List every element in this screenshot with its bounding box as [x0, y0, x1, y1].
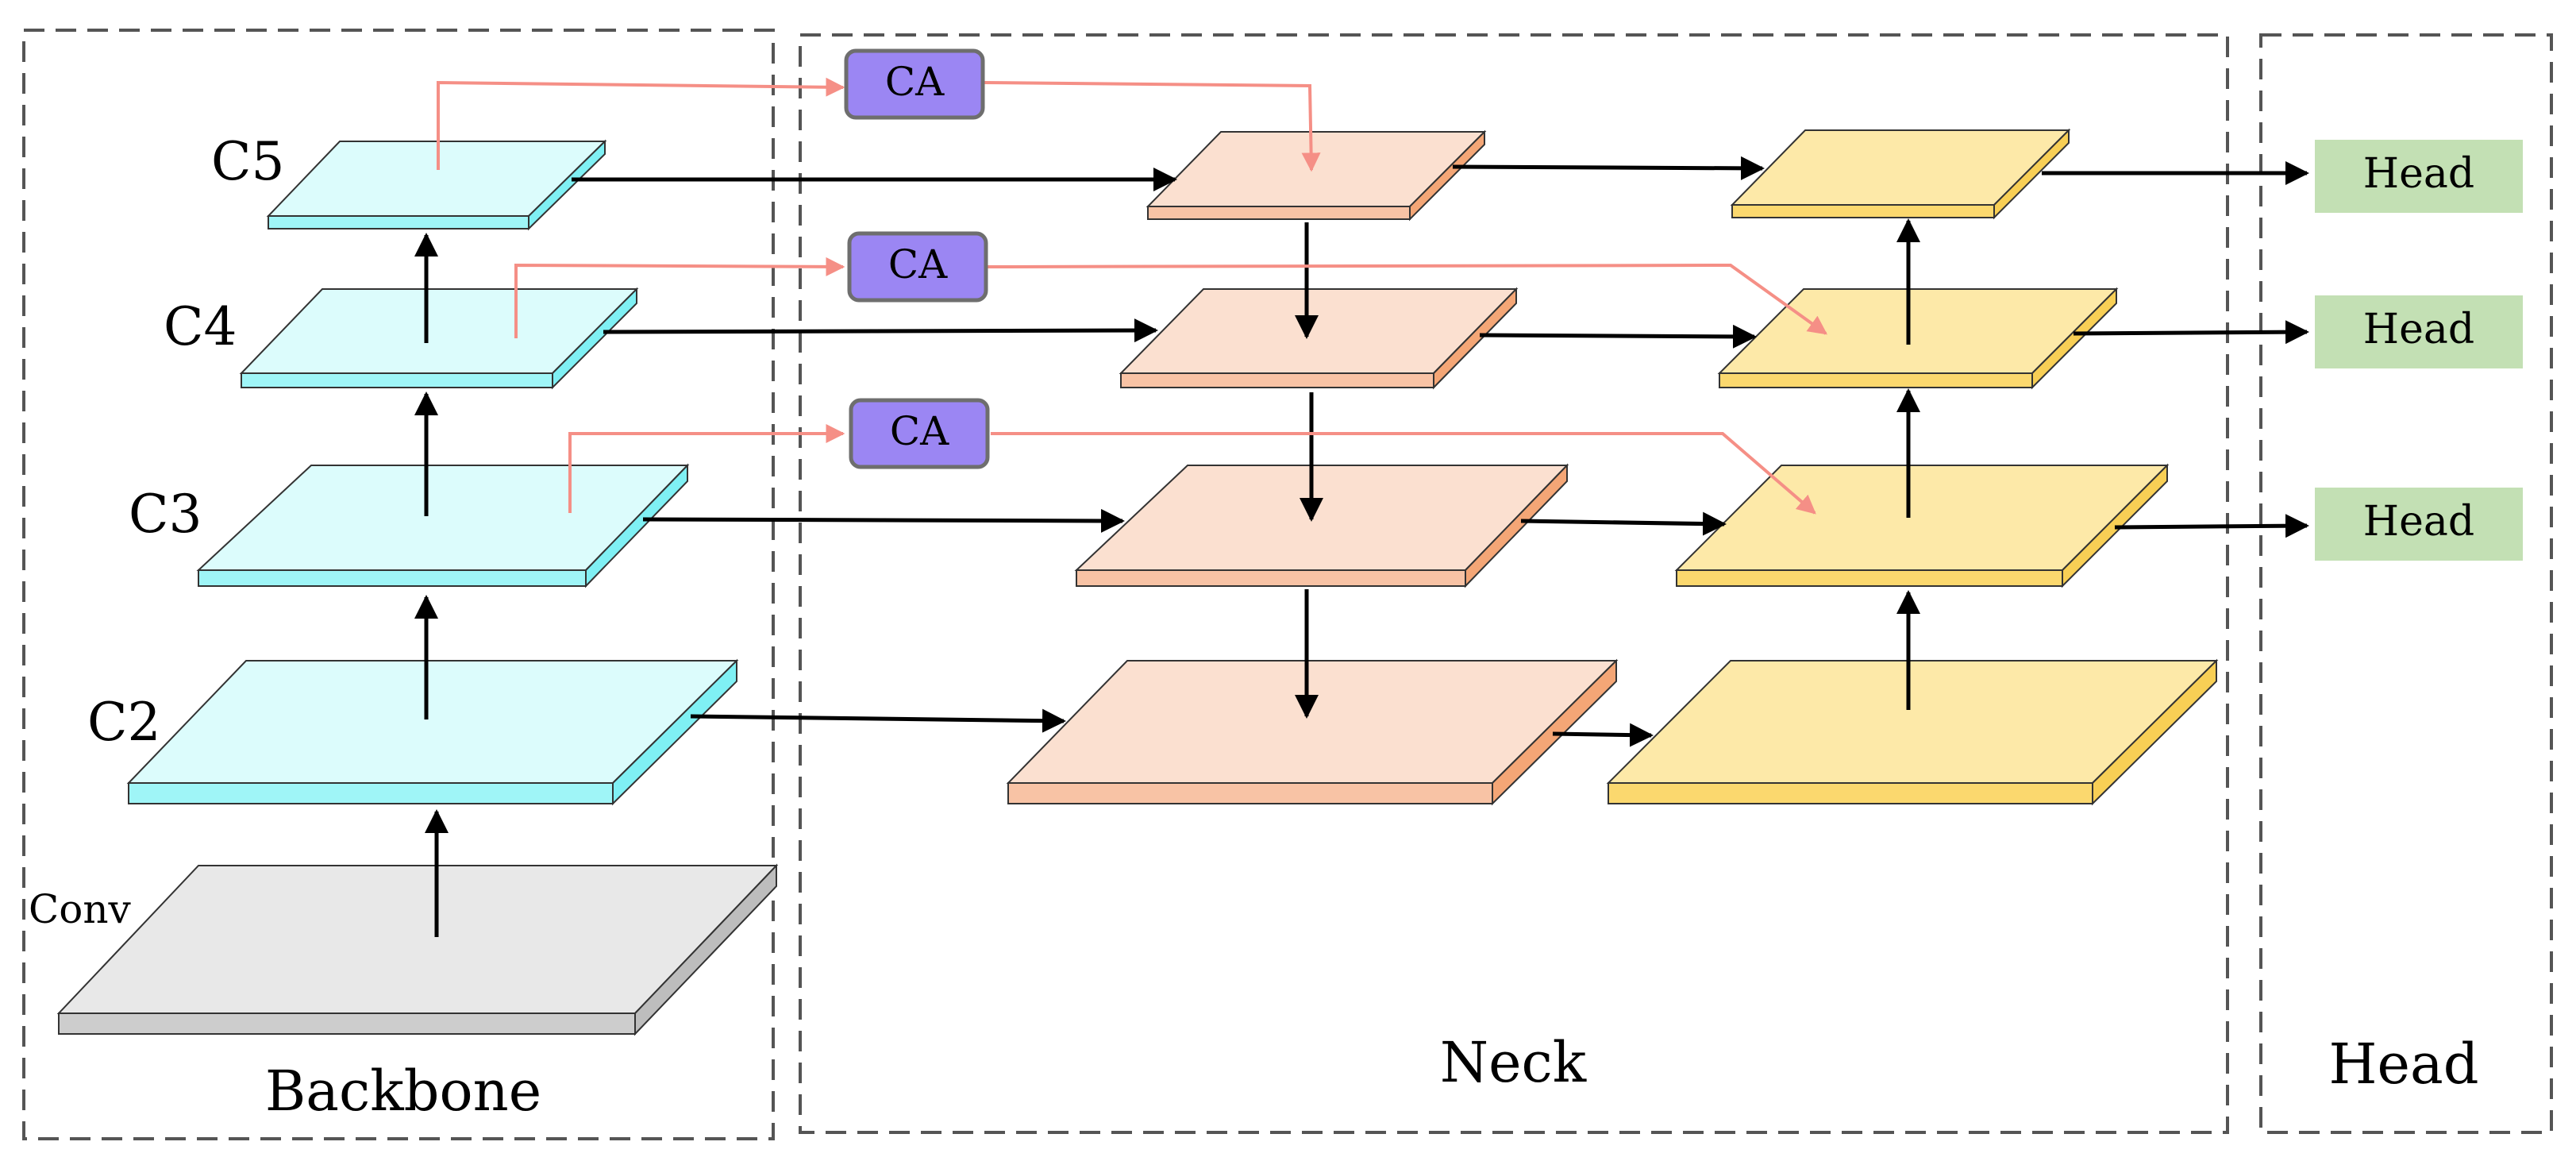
- head-frame: [2259, 33, 2553, 1134]
- plane-neck-bu-n4: [1717, 287, 2119, 390]
- head-block-1: Head: [2315, 140, 2523, 213]
- plane-c3: [196, 463, 690, 588]
- section-title-head: Head: [2328, 1032, 2478, 1097]
- arrow-c4-to-ca-2: [514, 256, 845, 338]
- level-label-conv: Conv: [29, 886, 132, 932]
- section-title-backbone: Backbone: [265, 1059, 541, 1124]
- head-block-2: Head: [2315, 295, 2523, 368]
- arrow-c3-to-p3: [642, 508, 1125, 533]
- backbone-frame: [22, 29, 775, 1140]
- arrow-c5-to-ca-1: [437, 77, 845, 170]
- plane-neck-td-p4: [1119, 287, 1519, 390]
- plane-neck-td-p2: [1006, 658, 1619, 806]
- plane-conv: [56, 863, 779, 1036]
- head-block-3-label: Head: [2363, 498, 2474, 546]
- plane-c5: [266, 139, 607, 231]
- ca-module-3: CA: [849, 398, 990, 469]
- ca-module-3-label: CA: [890, 408, 949, 454]
- section-title-neck: Neck: [1440, 1030, 1587, 1095]
- plane-neck-td-p5: [1146, 129, 1487, 222]
- arrow-ca-2-to-n4: [987, 263, 1827, 335]
- arrow-c3-to-ca-3: [568, 424, 845, 513]
- ca-module-1: CA: [844, 48, 985, 120]
- head-block-3: Head: [2315, 488, 2523, 561]
- plane-c4: [239, 287, 639, 390]
- level-label-c4: C4: [164, 296, 237, 357]
- head-block-2-label: Head: [2363, 306, 2474, 353]
- arrow-p5-to-n5: [1452, 156, 1765, 180]
- arrow-c4-to-p4: [603, 318, 1158, 343]
- head-block-1-label: Head: [2363, 150, 2474, 198]
- level-label-c3: C3: [129, 484, 202, 545]
- arrow-ca-1-to-p5: [984, 81, 1321, 172]
- level-label-c5: C5: [211, 131, 285, 192]
- arrow-p3-to-n3: [1520, 511, 1727, 536]
- flow-arrows: [414, 156, 2309, 937]
- arrow-n4-to-head-2: [2073, 320, 2309, 345]
- ca-module-2: CA: [847, 231, 988, 303]
- plane-neck-bu-n5: [1730, 128, 2071, 220]
- level-label-c2: C2: [87, 692, 161, 753]
- ca-module-2-label: CA: [888, 241, 948, 287]
- arrow-p4-to-n4: [1479, 324, 1757, 349]
- arrow-ca-3-to-n3: [991, 432, 1816, 515]
- arrow-p2-to-n2: [1552, 723, 1654, 747]
- attention-arrows: [437, 77, 1827, 515]
- arrow-n3-to-head-3: [2114, 514, 2309, 538]
- ca-module-1-label: CA: [885, 59, 945, 105]
- plane-neck-td-p3: [1074, 463, 1569, 588]
- plane-neck-bu-n2: [1606, 658, 2219, 806]
- neck-frame: [799, 33, 2229, 1134]
- plane-neck-bu-n3: [1674, 463, 2170, 588]
- plane-c2: [126, 658, 739, 806]
- arrow-c2-to-p2: [690, 708, 1066, 733]
